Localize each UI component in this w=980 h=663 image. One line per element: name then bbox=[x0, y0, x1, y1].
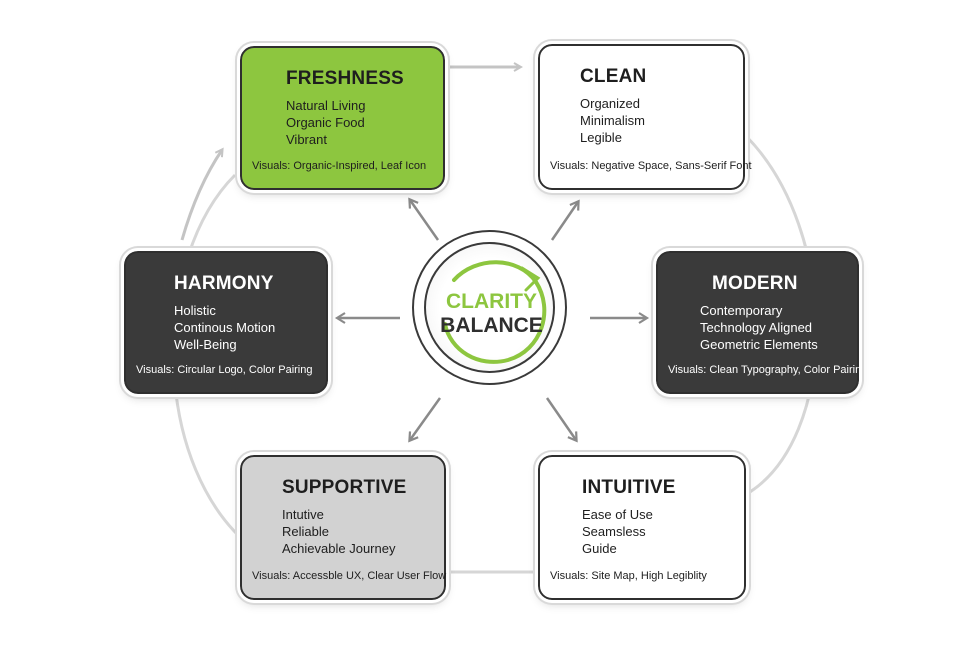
node-item-list: Holistic Continous Motion Well-Being bbox=[174, 302, 312, 353]
node-harmony: HARMONY Holistic Continous Motion Well-B… bbox=[121, 248, 331, 397]
node-visuals-note: Visuals: Organic-Inspired, Leaf Icon bbox=[252, 160, 427, 172]
node-item-list: Organized Minimalism Legible bbox=[580, 95, 729, 146]
node-title: INTUITIVE bbox=[582, 477, 676, 498]
node-title: SUPPORTIVE bbox=[282, 477, 407, 498]
node-title: MODERN bbox=[712, 273, 798, 294]
node-item: Holistic bbox=[174, 303, 216, 318]
node-intuitive: INTUITIVE Ease of Use Seamsless Guide Vi… bbox=[535, 452, 749, 603]
arrow-to-supportive bbox=[408, 397, 442, 443]
center-hub: CLARITY BALANCE bbox=[412, 230, 567, 385]
node-item-list: Intutive Reliable Achievable Journey bbox=[282, 506, 430, 557]
node-item: Organic Food bbox=[286, 115, 365, 130]
node-visuals-note: Visuals: Clean Typography, Color Pairin bbox=[668, 364, 862, 376]
node-title: HARMONY bbox=[174, 273, 274, 294]
center-swoosh-icon bbox=[443, 260, 547, 364]
arrow-to-freshness bbox=[408, 197, 440, 241]
node-item-list: Contemporary Technology Aligned Geometri… bbox=[700, 302, 843, 353]
node-item: Technology Aligned bbox=[700, 320, 813, 335]
node-title: FRESHNESS bbox=[286, 68, 404, 89]
node-item: Achievable Journey bbox=[282, 541, 396, 556]
node-item: Well-Being bbox=[174, 337, 237, 352]
node-freshness: FRESHNESS Natural Living Organic Food Vi… bbox=[237, 43, 448, 193]
node-item: Vibrant bbox=[286, 132, 327, 147]
node-visuals-note: Visuals: Accessble UX, Clear User Flow bbox=[252, 570, 447, 582]
node-item: Geometric Elements bbox=[700, 337, 818, 352]
ring-arrow-left-up bbox=[180, 150, 222, 241]
node-item: Legible bbox=[580, 130, 622, 145]
node-item: Ease of Use bbox=[582, 507, 653, 522]
node-visuals-note: Visuals: Negative Space, Sans-Serif Font bbox=[550, 160, 752, 172]
center-label-clarity: CLARITY bbox=[446, 290, 537, 313]
node-title: CLEAN bbox=[580, 66, 647, 87]
node-item: Guide bbox=[582, 541, 617, 556]
node-item: Seamsless bbox=[582, 524, 646, 539]
node-item: Continous Motion bbox=[174, 320, 276, 335]
arrow-to-intuitive bbox=[545, 397, 578, 443]
node-visuals-note: Visuals: Circular Logo, Color Pairing bbox=[136, 364, 313, 376]
node-item: Natural Living bbox=[286, 98, 366, 113]
node-item: Contemporary bbox=[700, 303, 783, 318]
center-label-balance: BALANCE bbox=[440, 314, 543, 337]
node-item: Reliable bbox=[282, 524, 329, 539]
node-item: Intutive bbox=[282, 507, 324, 522]
node-item-list: Natural Living Organic Food Vibrant bbox=[286, 97, 429, 148]
node-visuals-note: Visuals: Site Map, High Legiblity bbox=[550, 570, 707, 582]
node-item-list: Ease of Use Seamsless Guide bbox=[582, 506, 730, 557]
node-item: Organized bbox=[580, 96, 640, 111]
arrow-to-clean bbox=[550, 199, 580, 241]
node-modern: MODERN Contemporary Technology Aligned G… bbox=[653, 248, 862, 397]
node-clean: CLEAN Organized Minimalism Legible Visua… bbox=[535, 41, 752, 193]
node-item: Minimalism bbox=[580, 113, 645, 128]
node-supportive: SUPPORTIVE Intutive Reliable Achievable … bbox=[237, 452, 449, 603]
